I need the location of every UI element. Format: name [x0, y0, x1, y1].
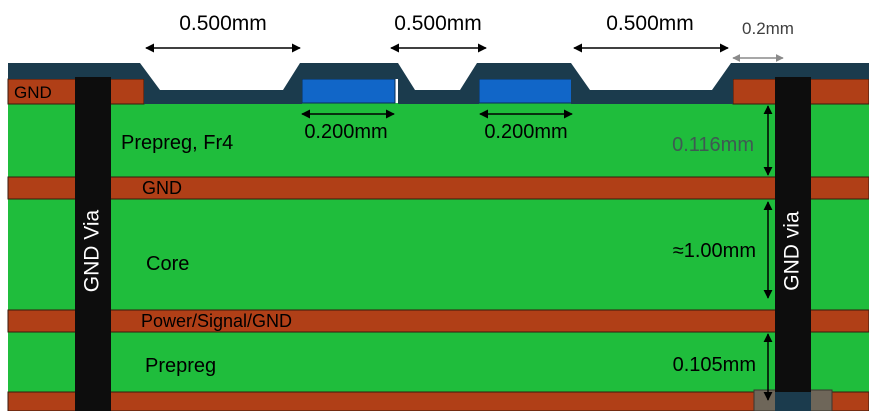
inner-mixed-label: Power/Signal/GND — [141, 311, 292, 331]
core-label: Core — [146, 253, 189, 275]
core-thickness-label: ≈1.00mm — [673, 240, 756, 262]
gap-label-right: 0.500mm — [606, 12, 694, 35]
bottom-copper-plane — [7, 391, 869, 411]
prepreg-top-layer — [8, 103, 869, 178]
right-via-bottom-core — [775, 392, 811, 411]
prepreg-top-thickness-label: 0.116mm — [672, 134, 754, 156]
inner-ground-plane — [7, 176, 869, 200]
gap-label-left: 0.500mm — [179, 12, 267, 35]
right-via-label: GND via — [781, 211, 804, 291]
trace-width-label-right: 0.200mm — [484, 121, 567, 143]
gap-label-center: 0.500mm — [394, 12, 482, 35]
signal-trace-left — [301, 78, 396, 104]
prepreg-top-label: Prepreg, Fr4 — [121, 132, 233, 154]
inner-mixed-plane — [7, 309, 869, 333]
prepreg-bottom-label: Prepreg — [145, 355, 216, 377]
signal-trace-right — [478, 78, 573, 104]
prepreg-bottom-layer — [8, 332, 869, 392]
solder-mask — [8, 63, 869, 104]
left-via-label: GND Via — [81, 209, 104, 292]
trace-width-label-left: 0.200mm — [304, 121, 387, 143]
inner-ground-label: GND — [142, 178, 182, 198]
top-ground-label: GND — [14, 83, 52, 102]
core-layer — [8, 198, 869, 310]
prepreg-bottom-thickness-label: 0.105mm — [673, 354, 756, 376]
left-ground-via — [75, 77, 111, 411]
clearance-label: 0.2mm — [742, 19, 794, 38]
right-ground-via — [775, 77, 811, 411]
